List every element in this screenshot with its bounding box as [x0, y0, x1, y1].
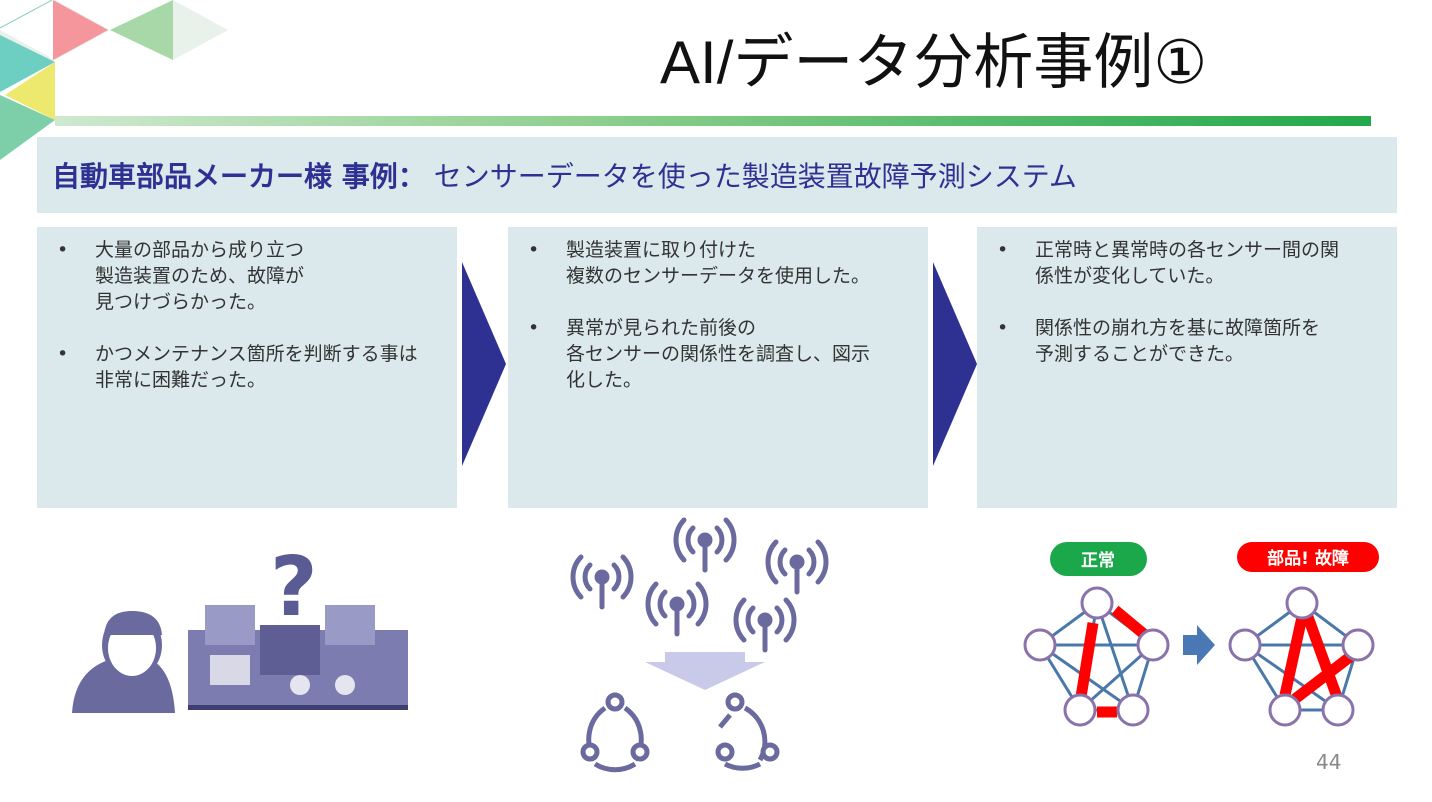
bullet: 関係性の崩れ方を基に故障箇所を 予測することができた。: [991, 315, 1383, 367]
worker-machine-illustration: ?: [72, 540, 408, 713]
normal-label: 正常: [1081, 550, 1115, 571]
bullet: 正常時と異常時の各センサー間の関 係性が変化していた。: [991, 237, 1383, 289]
bullet: かつメンテナンス箇所を判断する事は 非常に困難だった。: [51, 341, 443, 393]
sensor-icon: [736, 600, 794, 650]
case-header: 自動車部品メーカー様 事例： センサーデータを使った製造装置故障予測システム: [37, 137, 1397, 213]
approach-panel: 製造装置に取り付けた 複数のセンサーデータを使用した。 異常が見られた前後の 各…: [508, 227, 928, 508]
relation-icon: [580, 692, 780, 773]
bullet: 異常が見られた前後の 各センサーの関係性を調査し、図示 化した。: [522, 315, 914, 393]
sensor-icon: [648, 584, 706, 634]
case-subject: センサーデータを使った製造装置故障予測システム: [433, 160, 1077, 193]
sensor-illustration: [565, 512, 835, 773]
sensor-icon: [768, 542, 826, 592]
case-client: 自動車部品メーカー様 事例：: [52, 160, 426, 193]
sensor-icon: [573, 557, 631, 607]
down-arrow-icon: [645, 652, 765, 690]
machine-icon: [188, 605, 408, 710]
page-number: 44: [1316, 750, 1342, 774]
normal-badge: [1050, 542, 1147, 576]
fault-badge: [1237, 542, 1379, 572]
sensor-icon: [676, 520, 734, 570]
sensor-graph-comparison: 正常 部品! 故障: [1023, 542, 1379, 727]
title-underline: [55, 116, 1371, 126]
problem-panel: 大量の部品から成り立つ 製造装置のため、故障が 見つけづらかった。 かつメンテナ…: [37, 227, 457, 508]
fault-label: 部品! 故障: [1267, 548, 1349, 569]
decorative-triangles: [0, 0, 228, 160]
right-arrow-icon: [1183, 625, 1215, 665]
result-panel: 正常時と異常時の各センサー間の関 係性が変化していた。 関係性の崩れ方を基に故障…: [977, 227, 1397, 508]
question-mark-icon: ?: [270, 540, 318, 635]
flow-arrow-icon: [462, 262, 506, 466]
bullet: 大量の部品から成り立つ 製造装置のため、故障が 見つけづらかった。: [51, 237, 443, 315]
worker-icon: [72, 611, 175, 713]
flow-arrow-icon: [933, 262, 977, 466]
slide-title: AI/データ分析事例①: [660, 29, 1208, 96]
bullet: 製造装置に取り付けた 複数のセンサーデータを使用した。: [522, 237, 914, 289]
